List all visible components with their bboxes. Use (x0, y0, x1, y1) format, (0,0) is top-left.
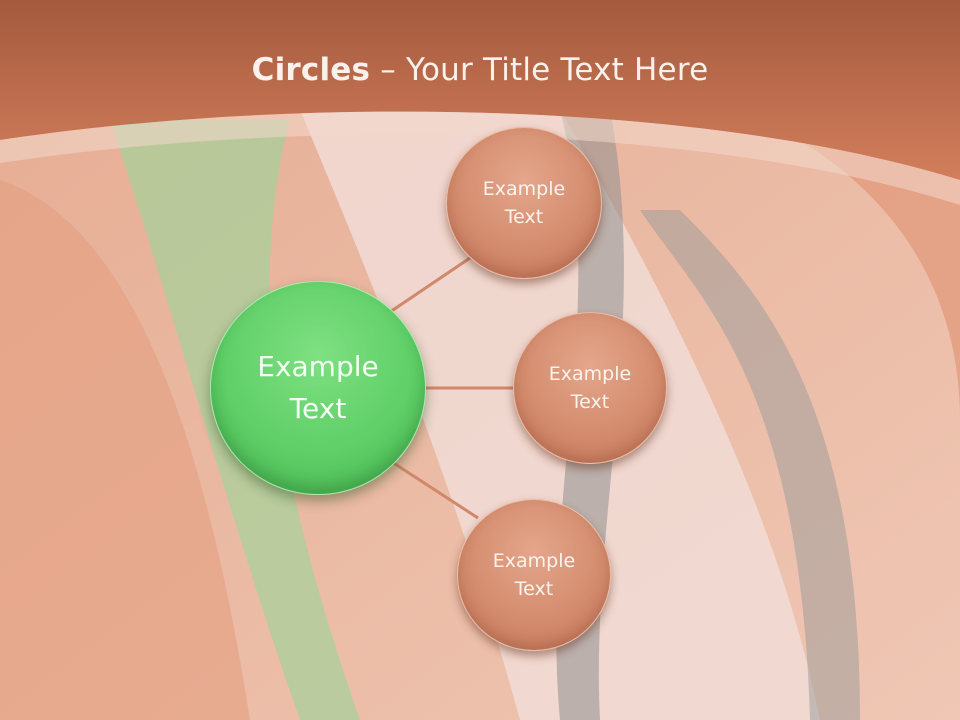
hub-label: Example Text (257, 350, 379, 425)
satellite-label-middle: Example Text (548, 362, 632, 414)
satellite-label-bottom: Example Text (492, 549, 576, 601)
title-bold-text: Circles (251, 52, 371, 88)
satellite-circle-middle: Example Text (513, 312, 667, 464)
title-rest-text: – Your Title Text Here (370, 52, 709, 88)
hub-circle: Example Text (210, 281, 426, 495)
satellite-circle-bottom: Example Text (457, 499, 611, 651)
connector-lines (389, 256, 515, 520)
satellite-label-top: Example Text (482, 177, 566, 229)
slide-title: Circles – Your Title Text Here (0, 52, 960, 88)
satellite-circle-top: Example Text (446, 127, 602, 279)
